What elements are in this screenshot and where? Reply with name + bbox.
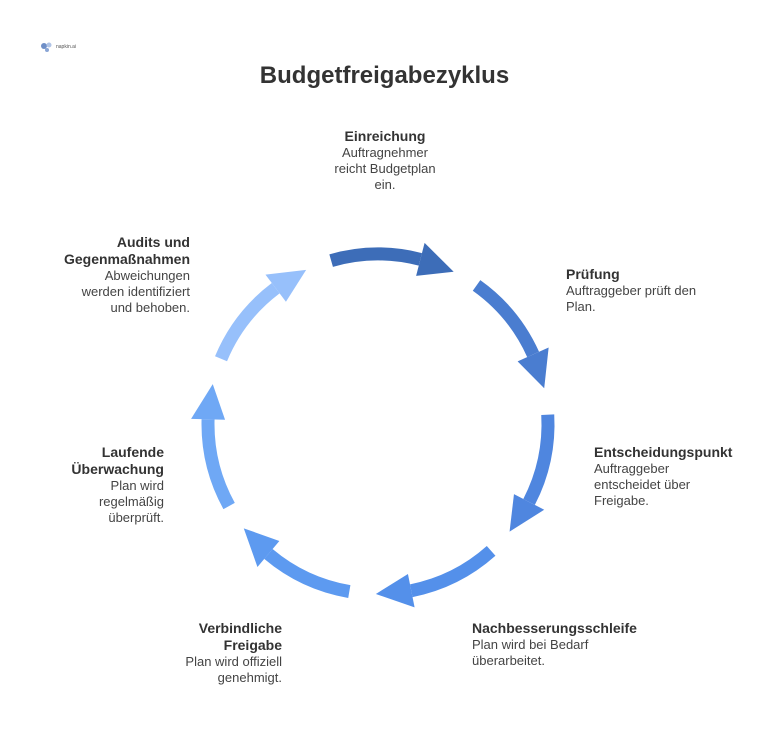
step-title: Prüfung	[566, 266, 620, 282]
step-description: Plan wird offiziell genehmigt.	[185, 654, 282, 685]
step-label-verbindliche-freigabe: Verbindliche Freigabe Plan wird offiziel…	[160, 620, 282, 686]
step-description: Plan wird bei Bedarf überarbeitet.	[472, 637, 589, 668]
step-title: Einreichung	[344, 128, 426, 144]
step-description: Auftraggeber prüft den Plan.	[566, 283, 697, 314]
step-title: Laufende Überwachung	[71, 444, 164, 477]
step-label-entscheidungspunkt: Entscheidungspunkt Auftraggeber entschei…	[594, 444, 754, 509]
cycle-arrowhead-laufende-ueberwachung	[191, 384, 226, 420]
cycle-arrow-laufende-ueberwachung	[201, 419, 235, 510]
cycle-arrow-nachbesserungsschleife	[409, 545, 496, 598]
step-description: Abweichungen werden identifiziert und be…	[81, 268, 190, 315]
step-label-audits: Audits und Gegenmaßnahmen Abweichungen w…	[48, 234, 190, 316]
logo-text: napkin.ai	[56, 43, 77, 50]
cycle-arrow-einreichung	[329, 247, 422, 267]
napkin-logo-icon	[41, 42, 52, 52]
diagram-title: Budgetfreigabezyklus	[259, 62, 510, 89]
cycle-arrowhead-pruefung	[517, 347, 549, 389]
step-title: Audits und Gegenmaßnahmen	[63, 234, 190, 267]
step-title: Verbindliche Freigabe	[198, 620, 282, 653]
step-description: Plan wird regelmäßig überprüft.	[98, 478, 164, 525]
step-label-nachbesserungsschleife: Nachbesserungsschleife Plan wird bei Bed…	[472, 620, 652, 669]
cycle-arrowhead-einreichung	[416, 242, 454, 276]
cycle-arrowhead-nachbesserungsschleife	[375, 574, 415, 608]
cycle-arrowhead-entscheidungspunkt	[509, 494, 545, 532]
cycle-arrowhead-verbindliche-freigabe	[243, 528, 280, 567]
step-title: Entscheidungspunkt	[594, 444, 733, 460]
step-description: Auftraggeber entscheidet über Freigabe.	[594, 461, 691, 508]
cycle-arrow-verbindliche-freigabe	[264, 548, 351, 598]
step-title: Nachbesserungsschleife	[472, 620, 637, 636]
cycle-arrow-audits	[215, 283, 280, 362]
step-label-einreichung: Einreichung Auftragnehmer reicht Budgetp…	[300, 128, 470, 193]
cycle-arrow-pruefung	[472, 280, 540, 358]
step-label-pruefung: Prüfung Auftraggeber prüft den Plan.	[566, 266, 716, 315]
logo: napkin.ai	[40, 41, 76, 53]
cycle-arrowhead-audits	[265, 269, 307, 302]
step-label-laufende-ueberwachung: Laufende Überwachung Plan wird regelmäßi…	[60, 444, 164, 526]
cycle-arrow-entscheidungspunkt	[523, 414, 555, 505]
step-description: Auftragnehmer reicht Budgetplan ein.	[334, 145, 436, 192]
